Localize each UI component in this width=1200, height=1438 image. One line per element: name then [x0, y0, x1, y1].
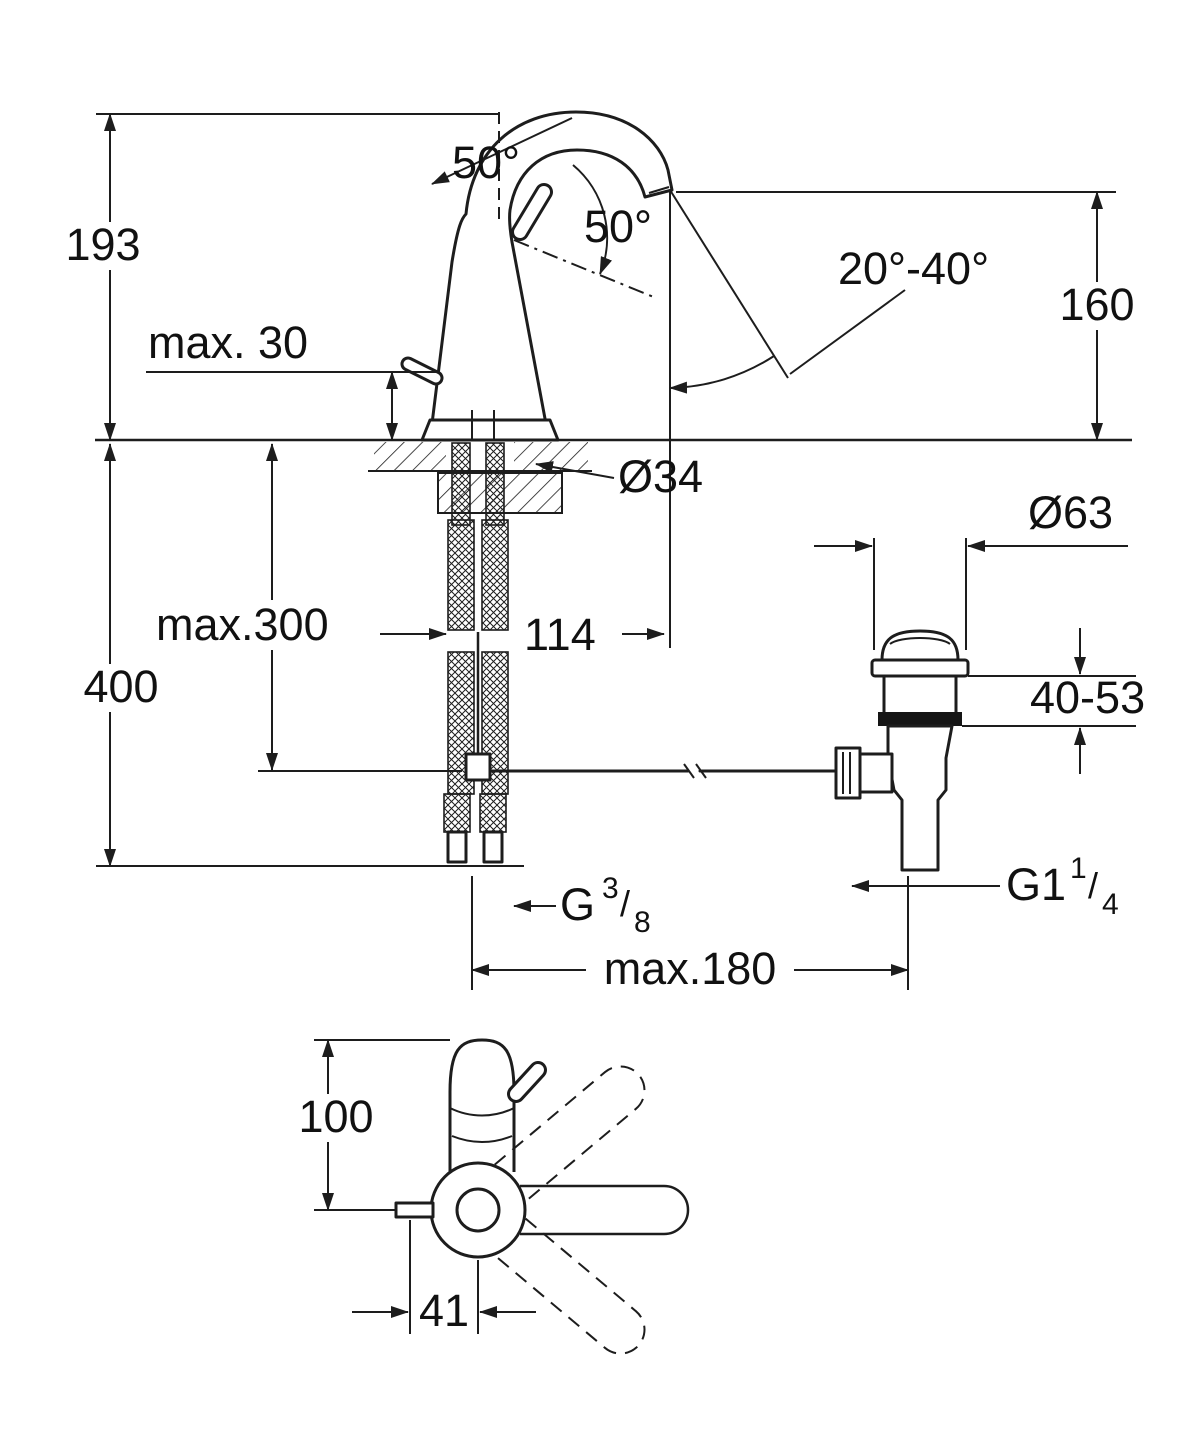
spout-top-view	[448, 1038, 516, 1172]
rod-stub-top-view	[394, 1201, 435, 1219]
drain-assembly	[834, 629, 970, 872]
lever-pin-core	[510, 1064, 544, 1100]
spout-joint-line	[451, 1135, 513, 1143]
label-bg	[1051, 282, 1143, 330]
hose-connector-left	[443, 793, 471, 833]
top-view	[394, 1038, 690, 1355]
dim-label-g38-num: 3	[602, 872, 619, 905]
rod-break-mark	[683, 763, 695, 779]
waste-flange	[870, 658, 970, 678]
handle-open-axis	[513, 239, 657, 299]
dimension-annotations	[96, 112, 1136, 1334]
spout-angle-line	[431, 117, 573, 185]
dim-label-g114-base: G1	[1006, 859, 1066, 910]
lever-range-leader	[789, 289, 906, 375]
waste-seal-ring	[878, 712, 962, 726]
dim-label-4053: 40-53	[1030, 672, 1145, 723]
rod-break-mark	[695, 763, 707, 779]
handle-swivel-arc	[572, 164, 612, 275]
label-bg	[74, 664, 168, 712]
threaded-stud-right	[485, 442, 505, 526]
handle-position-down-dashed	[494, 1217, 646, 1355]
lever-range-line	[669, 189, 789, 379]
rod-adjuster-knob	[834, 746, 862, 800]
dim-label-dia63: Ø63	[1028, 487, 1113, 538]
dimension-labels: 193 50° 50° 20°-40° 160 max. 30 Ø34 max.…	[58, 137, 1145, 1336]
dim-label-g38-den: 8	[634, 906, 651, 939]
dia34-leader	[535, 461, 615, 479]
rod-joint	[464, 752, 492, 782]
dim-label-g114-slash: /	[1088, 865, 1098, 906]
dim-label-lever-range: 20°-40°	[838, 243, 989, 294]
supply-hose-right-upper	[481, 519, 509, 631]
label-bg	[290, 1094, 382, 1142]
hose-connector-right	[479, 793, 507, 833]
dim-label-max300: max.300	[156, 599, 329, 650]
handle-top-view	[520, 1184, 690, 1236]
handle-position-up-dashed	[494, 1065, 646, 1203]
dim-label-handle-angle: 50°	[584, 201, 652, 252]
dim-label-max30: max. 30	[148, 317, 308, 368]
label-bg	[150, 600, 364, 650]
dim-label-dia34: Ø34	[618, 451, 703, 502]
dim-label-g38-base: G	[560, 879, 595, 930]
hose-tail-right	[482, 830, 504, 864]
dim-label-114: 114	[524, 609, 596, 660]
side-view	[95, 110, 1132, 472]
waste-push-cap	[880, 629, 960, 662]
waste-body	[886, 724, 954, 872]
threaded-stud-left	[451, 442, 471, 526]
below-deck-assembly	[437, 442, 852, 864]
label-bg	[586, 946, 794, 994]
lever-range-arc	[669, 355, 775, 394]
dim-label-193: 193	[65, 219, 140, 270]
label-bg	[58, 222, 148, 270]
dim-label-41: 41	[419, 1285, 469, 1336]
dim-label-spout-angle: 50°	[452, 137, 520, 188]
dim-label-g114-num: 1	[1070, 852, 1087, 885]
hose-tail-left	[446, 830, 468, 864]
dim-label-160: 160	[1059, 279, 1134, 330]
deck-hatch-left	[374, 442, 446, 470]
handle-lever-core	[514, 186, 550, 238]
spout-outlet-line	[648, 186, 670, 194]
faucet-body-spout	[428, 110, 674, 442]
waste-cap-line	[889, 637, 951, 645]
dim-label-max180: max.180	[604, 943, 777, 994]
waste-side-port	[856, 752, 894, 794]
supply-hose-left-upper	[447, 519, 475, 631]
dim-label-g38-slash: /	[620, 883, 630, 924]
dim-label-400: 400	[83, 661, 158, 712]
cartridge-circle	[455, 1187, 501, 1233]
dim-label-100: 100	[298, 1091, 373, 1142]
base-flange	[420, 418, 560, 442]
spout-joint-line	[449, 1107, 515, 1117]
dim-label-g114-den: 4	[1102, 888, 1119, 921]
